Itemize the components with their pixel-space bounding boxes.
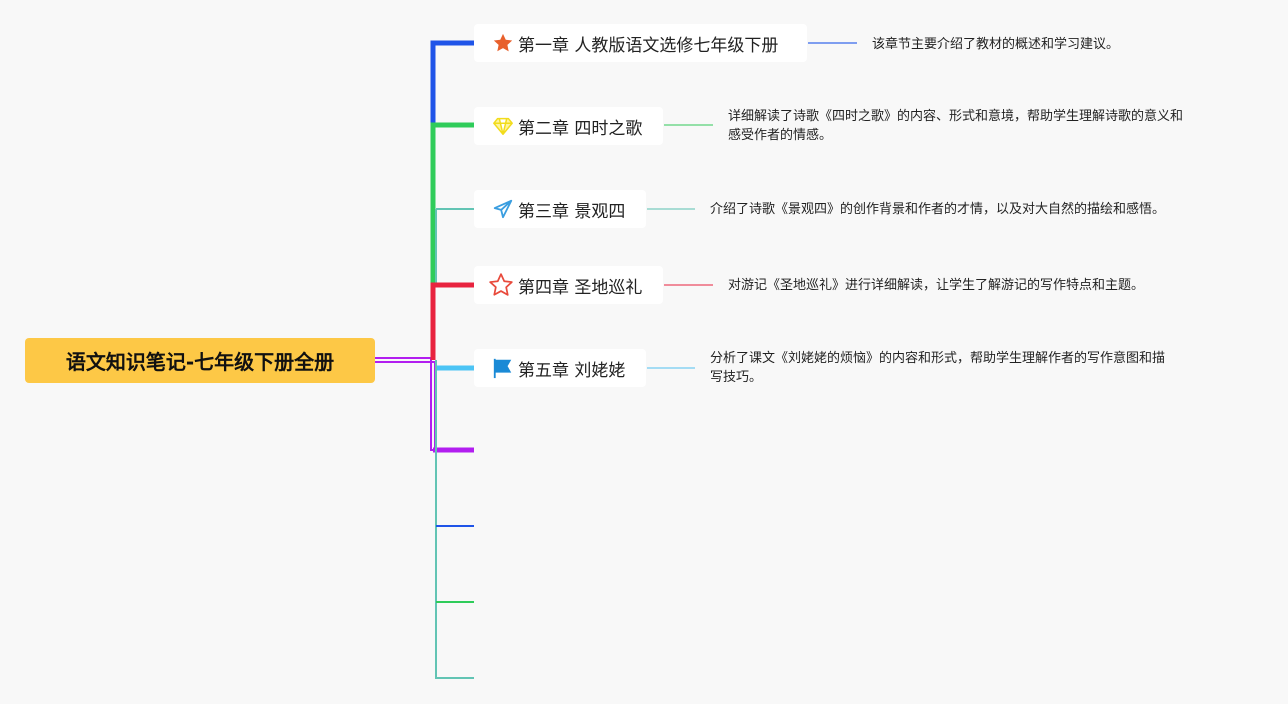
chapter-4-description: 对游记《圣地巡礼》进行详细解读，让学生了解游记的写作特点和主题。: [728, 278, 1145, 293]
description-line: 分析了课文《刘姥姥的烦恼》的内容和形式，帮助学生理解作者的写作意图和描: [710, 351, 1166, 366]
chapter-label: 第五章 刘姥姥: [518, 360, 626, 381]
chapter-label: 第三章 景观四: [518, 201, 626, 222]
chapter-3-node[interactable]: 第三章 景观四: [474, 190, 646, 228]
diamond-icon: [492, 115, 514, 137]
chapter-1-node[interactable]: 第一章 人教版语文选修七年级下册: [474, 24, 807, 62]
chapter-2-description: 详细解读了诗歌《四时之歌》的内容、形式和意境，帮助学生理解诗歌的意义和 感受作者…: [728, 107, 1183, 145]
chapter-2-node[interactable]: 第二章 四时之歌: [474, 107, 663, 145]
description-line: 写技巧。: [710, 370, 763, 385]
chapter-3-description: 介绍了诗歌《景观四》的创作背景和作者的才情，以及对大自然的描绘和感悟。: [710, 202, 1166, 217]
chapter-5-description: 分析了课文《刘姥姥的烦恼》的内容和形式，帮助学生理解作者的写作意图和描 写技巧。: [710, 349, 1165, 387]
paper-plane-icon: [492, 198, 514, 220]
flag-icon: [492, 357, 514, 379]
chapter-label: 第二章 四时之歌: [518, 118, 643, 139]
description-line: 感受作者的情感。: [728, 128, 833, 143]
star-filled-icon: [492, 32, 514, 54]
root-topic[interactable]: 语文知识笔记-七年级下册全册: [25, 338, 375, 383]
chapter-label: 第四章 圣地巡礼: [518, 277, 643, 298]
root-title: 语文知识笔记-七年级下册全册: [65, 350, 335, 374]
description-line: 详细解读了诗歌《四时之歌》的内容、形式和意境，帮助学生理解诗歌的意义和: [728, 109, 1184, 124]
chapter-1-description: 该章节主要介绍了教材的概述和学习建议。: [872, 37, 1120, 52]
chapter-4-node[interactable]: 第四章 圣地巡礼: [474, 266, 663, 304]
star-outline-icon: [488, 272, 514, 298]
chapter-label: 第一章 人教版语文选修七年级下册: [518, 35, 779, 56]
chapter-5-node[interactable]: 第五章 刘姥姥: [474, 349, 646, 387]
